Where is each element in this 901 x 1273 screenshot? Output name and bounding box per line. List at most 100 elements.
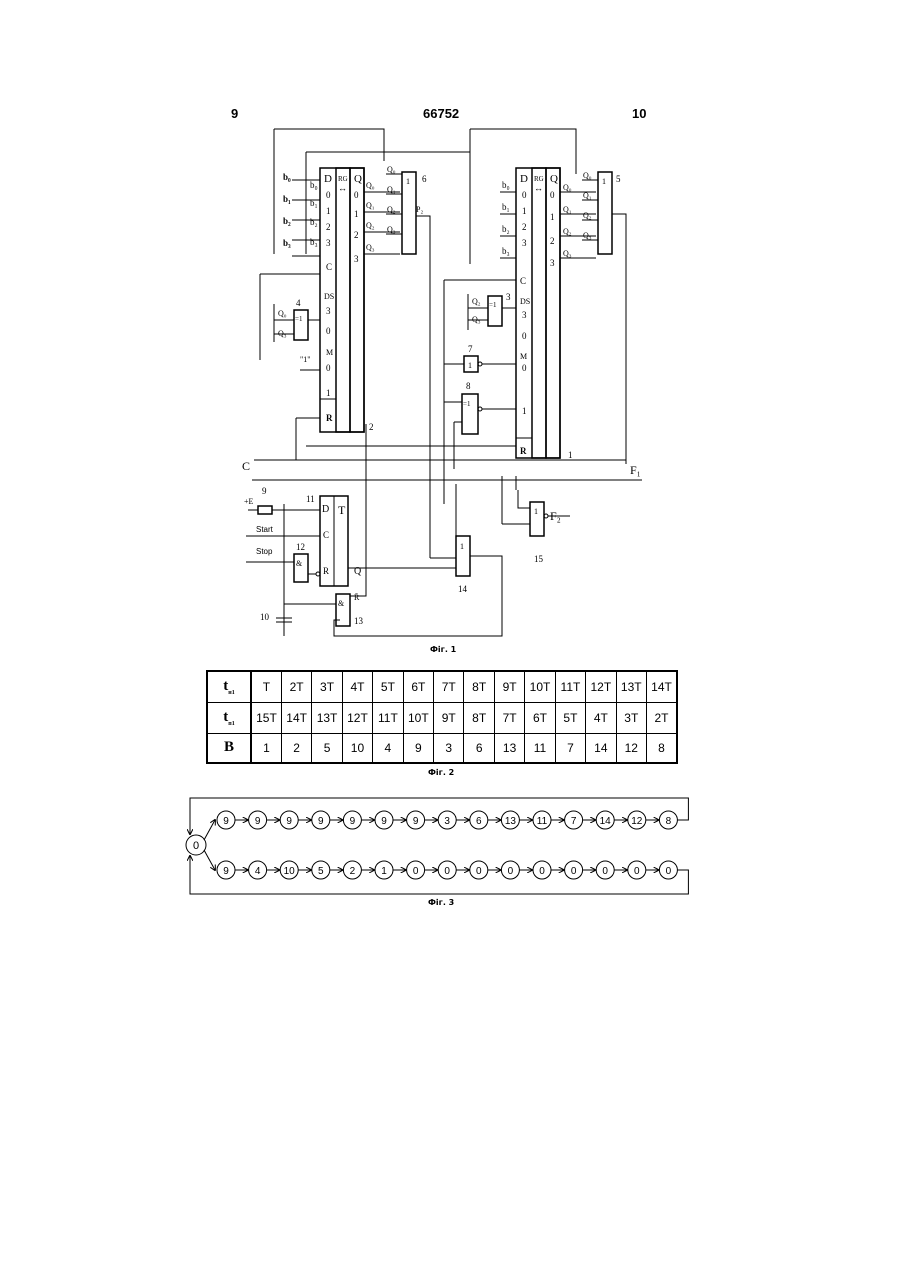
table-cell: 6 [464,733,494,763]
state-label: 3 [444,816,450,827]
svg-text:Q₂: Q₂ [583,211,592,220]
row-header: tп1 [207,702,251,733]
svg-text:b₀: b₀ [310,180,318,190]
svg-text:DS: DS [520,297,530,306]
table-cell: 5T [373,671,403,702]
reg-left-m-0: 0 [326,363,331,373]
svg-text:0: 0 [522,190,527,200]
reg-left-d: D [324,173,332,185]
table-cell: 5 [312,733,342,763]
table-cell: 10 [342,733,372,763]
reg-left-m: M [326,348,333,357]
d-trigger-11: 11 D T C R Q [306,494,456,586]
state-graph: 099999993613117141289410521000000000 [182,790,702,900]
svg-text:3: 3 [522,238,527,248]
state-label: 12 [631,816,643,827]
svg-text:Q₂: Q₂ [366,221,375,230]
table-cell: 15T [251,702,281,733]
state-label: 9 [318,816,324,827]
state-label: 0 [508,866,514,877]
svg-text:15: 15 [534,554,544,564]
state-label: 13 [505,816,517,827]
svg-text:T: T [338,503,346,517]
svg-text:6: 6 [422,174,427,184]
state-label: 8 [666,816,672,827]
inverter-gate-7: 1 7 [444,344,516,372]
svg-text:R̄: R̄ [354,593,360,602]
table-cell: 9T [494,671,524,702]
svg-text:Q₃: Q₃ [366,243,375,252]
svg-text:Q₀: Q₀ [563,183,572,192]
svg-text:b₂: b₂ [283,216,291,226]
svg-text:=1: =1 [463,400,471,408]
table-cell: 3T [312,671,342,702]
table-cell: 11 [525,733,555,763]
svg-text:3: 3 [522,310,527,320]
gate-6-or: Q₀ Q₁ Q₂ Q₃ 1 6 P₂ [386,165,430,558]
reg-left-c: C [326,262,332,272]
svg-text:RG: RG [534,175,544,183]
svg-text:Stop: Stop [256,547,273,556]
svg-text:b₃: b₃ [310,237,318,247]
state-label: 9 [223,816,229,827]
reg-left-in-2: 2 [326,222,331,232]
xor-gate-8: =1 8 [444,381,516,469]
table-cell: 11T [555,671,585,702]
state-label: 9 [223,866,229,877]
svg-text:&: & [296,559,303,568]
svg-text:=1: =1 [295,315,303,323]
svg-text:9: 9 [262,486,267,496]
svg-text:2: 2 [550,236,555,246]
table-cell: 6T [403,671,433,702]
svg-text:b₃: b₃ [502,246,510,256]
svg-text:0: 0 [550,190,555,200]
svg-text:M: M [520,352,527,361]
row-header: B [207,733,251,763]
state-label: 7 [571,816,577,827]
table-cell: 3 [434,733,464,763]
svg-text:"1": "1" [300,355,311,364]
table-cell: 2T [646,702,677,733]
state-label: 0 [634,866,640,877]
svg-text:0: 0 [522,363,527,373]
reg-left-arrow: ↔ [338,183,347,193]
svg-text:1: 1 [522,206,527,216]
table-cell: 14 [586,733,616,763]
table-cell: 10T [525,671,555,702]
table-cell: 2T [281,671,311,702]
svg-text:2: 2 [522,222,527,232]
state-label: 2 [350,866,356,877]
svg-text:5: 5 [616,174,621,184]
page-number-right: 10 [632,106,646,121]
reg-left-out-0: 0 [354,190,359,200]
shift-register-right: D RG ↔ Q 0 1 2 3 0 1 2 3 C DS 3 0 M 0 1 … [500,168,596,460]
svg-text:Q₂: Q₂ [563,227,572,236]
svg-text:R: R [323,566,329,576]
svg-text:Q₃: Q₃ [563,249,572,258]
svg-text:3: 3 [550,258,555,268]
svg-text:4: 4 [296,298,301,308]
svg-text:Q₁: Q₁ [387,185,396,194]
table-cell: 9T [434,702,464,733]
svg-text:D: D [520,173,528,185]
reg-left-ds-0: 0 [326,326,331,336]
xor-gate-3: =1 3 Q₂ Q₃ [468,292,516,330]
svg-text:Q₁: Q₁ [583,191,592,200]
table-cell: 4 [373,733,403,763]
table-cell: 7T [434,671,464,702]
state-label: 9 [381,816,387,827]
svg-text:Q₃: Q₃ [583,231,592,240]
table-cell: 12T [342,702,372,733]
reg-left-ds-3: 3 [326,306,331,316]
state-label: 0 [413,866,419,877]
svg-text:1: 1 [568,450,573,460]
svg-text:Q₁: Q₁ [366,201,375,210]
table-cell: 2 [281,733,311,763]
table-cell: 13 [494,733,524,763]
reg-left-r: R [326,413,333,423]
reg-right-bit-inputs: b₀ b₁ b₂ b₃ [500,180,516,258]
svg-text:7: 7 [468,344,473,354]
svg-text:14: 14 [458,584,468,594]
state-label: 9 [413,816,419,827]
svg-text:12: 12 [296,542,305,552]
